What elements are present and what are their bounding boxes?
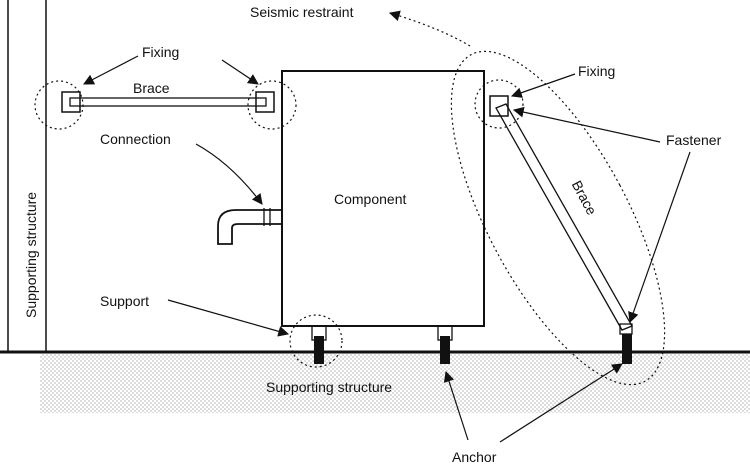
label-brace-diagonal: Brace: [569, 178, 600, 218]
label-connection: Connection: [100, 131, 171, 147]
fixing-top-right-plate: [489, 95, 509, 117]
seismic-restraint-ellipse: [450, 50, 666, 386]
label-anchor: Anchor: [452, 449, 497, 465]
arrow-support: [167, 299, 290, 337]
arrow-anchor-middle: [443, 370, 469, 441]
ground-fill: [40, 353, 750, 413]
label-supporting-structure-vertical: Supporting structure: [23, 192, 39, 318]
label-component: Component: [334, 191, 406, 207]
support-circle: [289, 314, 343, 368]
label-seismic-restraint: Seismic restraint: [250, 4, 354, 20]
anchor-right: [622, 334, 632, 364]
label-fixing-left: Fixing: [142, 44, 179, 60]
fixing-right-plate: [255, 91, 275, 113]
anchor-middle: [440, 336, 450, 364]
label-fixing-right: Fixing: [578, 63, 615, 79]
fixing-left-circle: [34, 80, 84, 130]
label-support: Support: [100, 293, 149, 309]
fixing-top-right-circle: [474, 79, 524, 129]
fixing-left-plate: [61, 91, 81, 113]
fixing-right-circle: [247, 80, 297, 130]
arrow-fixing-left: [83, 55, 139, 85]
label-brace-horizontal: Brace: [133, 80, 170, 96]
arrow-fixing-top-right: [510, 73, 576, 98]
component-box: [281, 70, 485, 327]
arrow-seismic: [388, 10, 471, 47]
label-fastener: Fastener: [666, 132, 722, 148]
arrow-fastener-bottom: [628, 151, 691, 324]
pipe: [217, 209, 282, 245]
arrow-anchor-right: [499, 363, 623, 443]
arrow-fastener-top: [512, 106, 661, 143]
arrow-connection: [195, 143, 263, 205]
label-supporting-structure-ground: Supporting structure: [266, 379, 392, 395]
arrow-fixing-right: [221, 59, 259, 85]
diagonal-brace: [495, 103, 633, 331]
anchor-left: [314, 336, 324, 364]
horizontal-brace: [69, 97, 267, 107]
